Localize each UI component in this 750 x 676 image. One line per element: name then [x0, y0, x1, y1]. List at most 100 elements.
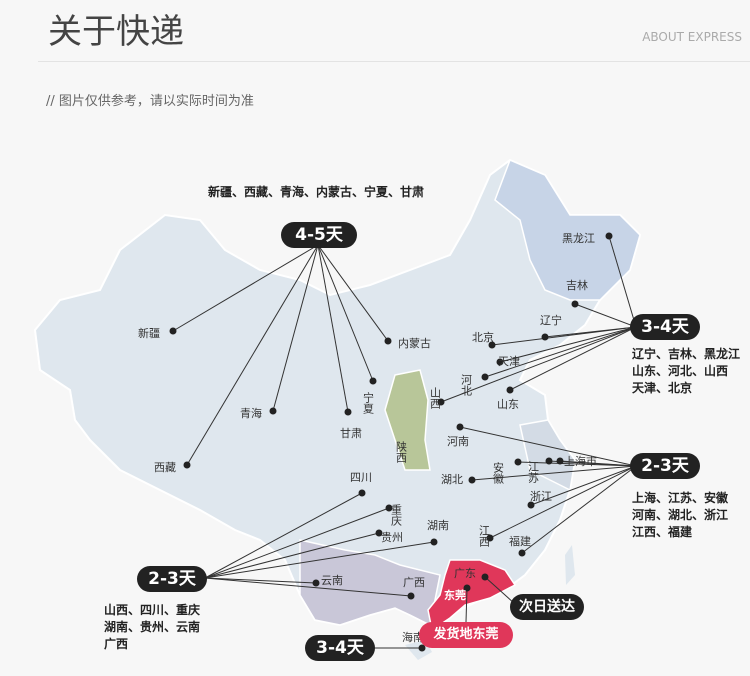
connector-line — [521, 465, 637, 554]
province-label: 新疆 — [138, 326, 160, 340]
province-dot — [605, 232, 613, 240]
north-line: 天津、北京 — [632, 381, 693, 395]
province-dot — [545, 457, 553, 465]
badge-2-3-days-east: 2-3天 — [630, 453, 700, 479]
connector-line — [186, 244, 319, 466]
province-label: 西藏 — [154, 461, 176, 474]
province-dot — [430, 538, 438, 546]
north-provinces: 辽宁、吉林、黑龙江 山东、河北、山西 天津、北京 — [632, 346, 740, 397]
province-label: 吉林 — [566, 278, 588, 292]
province-label: 内蒙古 — [398, 336, 431, 350]
badge-3-4-days-hainan: 3-4天 — [305, 635, 375, 661]
northwest-provinces: 新疆、西藏、青海、内蒙古、宁夏、甘肃 — [208, 185, 425, 199]
province-label: 山东 — [497, 398, 519, 411]
connector-line — [204, 492, 363, 579]
connector-line — [204, 541, 435, 579]
province-label: 天津 — [498, 355, 520, 368]
province-dots — [169, 232, 613, 652]
province-dot — [527, 501, 535, 509]
province-label: 辽宁 — [540, 313, 562, 327]
connector-line — [530, 465, 637, 506]
province-dot — [481, 573, 489, 581]
connector-line — [509, 326, 637, 391]
province-dot — [488, 341, 496, 349]
region-northeast — [494, 159, 641, 301]
province-dot — [556, 457, 564, 465]
east-provinces: 上海、江苏、安徽 河南、湖北、浙江 江西、福建 — [632, 490, 728, 541]
region-shaanxi — [384, 369, 431, 471]
province-label: 湖北 — [441, 473, 463, 486]
province-label: 江西 — [478, 525, 491, 547]
province-label: 甘肃 — [340, 427, 362, 440]
connector-line — [484, 576, 516, 605]
province-labels: 新疆西藏青海甘肃宁夏内蒙古黑龙江吉林辽宁北京天津河北山西山东陕西河南安徽江苏上海… — [138, 232, 597, 644]
connector-line — [559, 460, 637, 467]
connector-line — [574, 303, 637, 328]
province-dot — [468, 476, 476, 484]
province-dot — [375, 529, 383, 537]
province-label: 浙江 — [530, 490, 552, 503]
province-label: 上海市 — [564, 454, 597, 468]
province-label: 广东 — [454, 567, 476, 580]
province-label: 重庆 — [390, 503, 403, 527]
province-dot — [486, 534, 494, 542]
province-label: 东莞 — [444, 588, 466, 602]
province-dot — [571, 300, 579, 308]
southwest-line: 山西、四川、重庆 — [104, 603, 201, 617]
east-line: 江西、福建 — [632, 525, 693, 539]
province-label: 海南 — [402, 630, 424, 644]
province-dot — [496, 358, 504, 366]
province-label: 湖南 — [427, 519, 449, 532]
badge-4-5-days: 4-5天 — [281, 222, 357, 248]
province-label: 青海 — [240, 406, 262, 420]
connector-line — [484, 326, 637, 378]
connector-line — [204, 532, 380, 579]
connector-line — [204, 507, 390, 579]
province-dot — [437, 398, 445, 406]
east-line: 河南、湖北、浙江 — [632, 508, 729, 522]
province-dot — [418, 644, 426, 652]
connector-line — [608, 235, 637, 328]
province-label: 云南 — [321, 574, 343, 587]
divider — [38, 61, 750, 62]
southwest-line: 湖南、贵州、云南 — [104, 620, 201, 634]
connector-line — [459, 426, 637, 467]
province-dot — [541, 333, 549, 341]
province-dot — [344, 408, 352, 416]
province-label: 四川 — [350, 471, 372, 484]
connector-line — [172, 244, 319, 332]
disclaimer-note: // 图片仅供参考，请以实际时间为准 — [46, 94, 254, 109]
province-dot — [514, 458, 522, 466]
region-southwest — [299, 539, 441, 627]
province-dot — [463, 584, 471, 592]
province-label: 广西 — [403, 576, 425, 589]
province-label: 陕西 — [395, 440, 408, 463]
connector-line — [204, 577, 412, 597]
region-guangdong — [427, 559, 517, 632]
connector-line — [272, 244, 319, 412]
province-dot — [518, 549, 526, 557]
province-label: 黑龙江 — [562, 232, 595, 245]
province-label: 河南 — [447, 435, 469, 448]
province-label: 福建 — [509, 534, 531, 548]
province-dot — [312, 579, 320, 587]
province-dot — [385, 504, 393, 512]
badge-3-4-days-north: 3-4天 — [630, 314, 700, 340]
badge-2-3-days-southwest: 2-3天 — [137, 566, 207, 592]
province-label: 安徽 — [492, 461, 505, 485]
province-dot — [269, 407, 277, 415]
province-dot — [183, 461, 191, 469]
badge-next-day: 次日送达 — [510, 594, 584, 620]
connector-line — [317, 244, 374, 382]
connector-line — [204, 577, 317, 584]
connector-lines — [172, 235, 637, 649]
province-label: 贵州 — [381, 531, 403, 544]
province-label: 宁夏 — [362, 391, 375, 414]
province-dot — [358, 489, 366, 497]
connector-line — [440, 326, 637, 403]
page-title: 关于快递 — [48, 12, 184, 52]
connector-line — [465, 587, 468, 623]
connector-line — [499, 326, 637, 363]
